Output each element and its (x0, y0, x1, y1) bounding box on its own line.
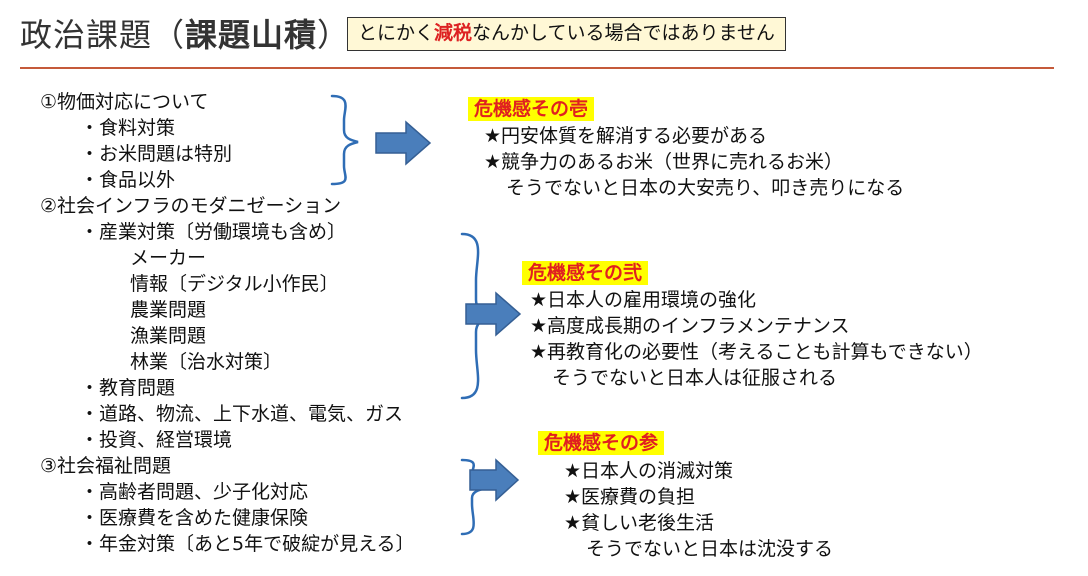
section2-subitem: メーカー (130, 247, 207, 269)
section2-item: ・教育問題 (80, 377, 176, 399)
brace-1 (330, 94, 359, 186)
crisis-3-line: ★医療費の負担 (564, 486, 696, 508)
callout-box: とにかく減税なんかしている場合ではありません (347, 17, 786, 51)
crisis-2-line: ★日本人の雇用環境の強化 (530, 289, 757, 311)
crisis-2-consequence: そうでないと日本人は征服される (552, 367, 838, 389)
section2-subitem: 林業〔治水対策〕 (130, 351, 283, 373)
section1-heading: ①物価対応について (40, 91, 209, 113)
callout-red-word: 減税 (434, 22, 473, 44)
crisis-2-line: ★高度成長期のインフラメンテナンス (530, 315, 850, 337)
crisis-label-2: 危機感その弐 (522, 258, 649, 285)
section3-item: ・年金対策〔あと5年で破綻が見える〕 (80, 533, 415, 555)
section2-heading: ②社会インフラのモダニゼーション (40, 195, 342, 217)
crisis-label-1: 危機感その壱 (468, 94, 595, 121)
crisis-3-consequence: そうでないと日本は沈没する (586, 538, 834, 560)
section1-item: ・食料対策 (80, 117, 176, 139)
section1-item: ・食品以外 (80, 169, 176, 191)
section3-heading: ③社会福祉問題 (40, 455, 172, 477)
section3-item: ・高齢者問題、少子化対応 (80, 481, 309, 503)
crisis-1-consequence: そうでないと日本の大安売り、叩き売りになる (506, 177, 905, 199)
section2-subitem: 漁業問題 (130, 325, 207, 347)
section2-item: ・道路、物流、上下水道、電気、ガス (80, 403, 404, 425)
arrow-3 (469, 458, 520, 502)
crisis-label-3: 危機感その参 (538, 428, 665, 455)
crisis-3-line: ★貧しい老後生活 (564, 512, 715, 534)
title-emphasis: 課題山積 (185, 16, 318, 54)
section3-item: ・医療費を含めた健康保険 (80, 507, 309, 529)
crisis-1-line: ★円安体質を解消する必要がある (484, 125, 768, 147)
section2-subitem: 農業問題 (130, 299, 207, 321)
crisis-1-line: ★競争力のあるお米（世界に売れるお米） (484, 151, 844, 173)
crisis-3-line: ★日本人の消滅対策 (564, 460, 734, 482)
arrow-1 (375, 120, 432, 166)
section2-item: ・産業対策〔労働環境も含め〕 (80, 221, 347, 243)
section1-item: ・お米問題は特別 (80, 143, 233, 165)
header-divider (20, 67, 1054, 69)
section2-item: ・投資、経営環境 (80, 429, 233, 451)
crisis-2-line: ★再教育化の必要性（考えることも計算もできない） (530, 341, 983, 363)
page-title: 政治課題（課題山積） (20, 16, 351, 54)
section2-subitem: 情報〔デジタル小作民〕 (130, 273, 339, 295)
arrow-2 (465, 291, 522, 337)
